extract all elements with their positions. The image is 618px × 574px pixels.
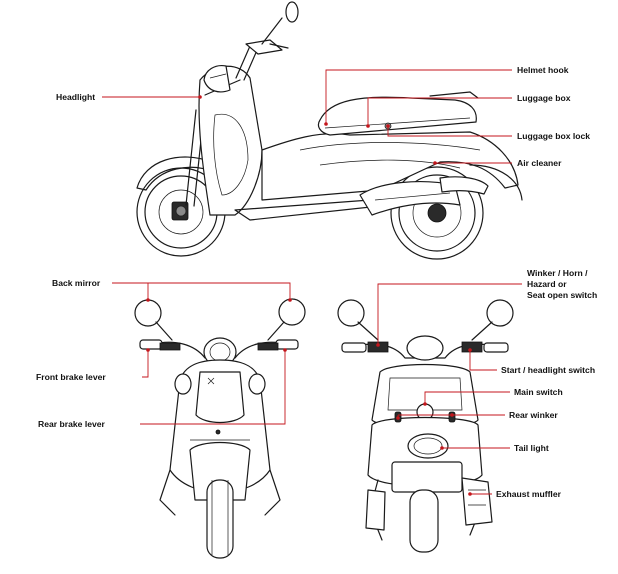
label-air-cleaner: Air cleaner bbox=[517, 158, 562, 168]
label-winker-line2: Hazard or bbox=[527, 279, 567, 289]
label-back-mirror: Back mirror bbox=[52, 278, 101, 288]
label-winker-line3: Seat open switch bbox=[527, 290, 597, 300]
leader-rear-brake-lever bbox=[140, 350, 286, 425]
label-winker-line1: Winker / Horn / bbox=[527, 268, 588, 278]
label-tail-light: Tail light bbox=[514, 443, 549, 453]
leader-luggage-box bbox=[367, 97, 512, 126]
leader-back-mirror bbox=[112, 282, 291, 300]
leader-front-brake-lever bbox=[142, 350, 149, 378]
part-labels: Helmet hook Luggage box Luggage box lock… bbox=[36, 65, 597, 499]
rear-wheel bbox=[390, 166, 484, 260]
scooter-side-view bbox=[136, 1, 523, 260]
label-rear-winker: Rear winker bbox=[509, 410, 558, 420]
label-helmet-hook: Helmet hook bbox=[517, 65, 569, 75]
right-mirror bbox=[278, 298, 306, 326]
leader-lines bbox=[102, 69, 522, 496]
leader-helmet-hook bbox=[325, 69, 512, 124]
scooter-rear-view bbox=[337, 299, 514, 553]
leader-start-switch bbox=[469, 350, 497, 371]
scooter-front-view bbox=[134, 298, 306, 559]
leader-luggage-box-lock bbox=[387, 126, 512, 137]
label-luggage-box-lock: Luggage box lock bbox=[517, 131, 590, 141]
label-start-headlight-switch: Start / headlight switch bbox=[501, 365, 595, 375]
label-exhaust-muffler: Exhaust muffler bbox=[496, 489, 562, 499]
left-mirror bbox=[134, 299, 162, 327]
label-headlight: Headlight bbox=[56, 92, 95, 102]
label-main-switch: Main switch bbox=[514, 387, 563, 397]
label-rear-brake-lever: Rear brake lever bbox=[38, 419, 106, 429]
leader-main-switch bbox=[424, 391, 510, 404]
label-front-brake-lever: Front brake lever bbox=[36, 372, 106, 382]
leader-winker-switch bbox=[377, 283, 522, 345]
label-luggage-box: Luggage box bbox=[517, 93, 571, 103]
